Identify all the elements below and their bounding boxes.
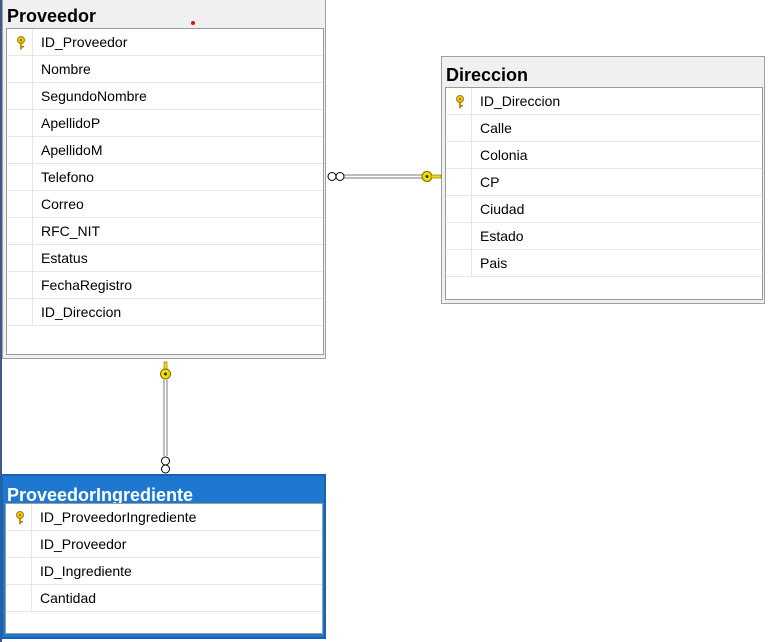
relationship-proveedor-direccion[interactable] — [327, 171, 442, 182]
row-selector[interactable] — [446, 169, 472, 195]
column-row[interactable]: ID_Direccion — [446, 88, 762, 115]
infinity-end-icon — [327, 172, 337, 181]
column-name: Ciudad — [480, 201, 525, 217]
column-name: Calle — [480, 120, 512, 136]
column-row[interactable]: Pais — [446, 250, 762, 277]
table-title: ProveedorIngrediente — [7, 485, 194, 503]
column-name: ID_Direccion — [41, 304, 122, 320]
row-selector[interactable] — [7, 164, 33, 190]
column-row[interactable]: ID_Ingrediente — [6, 558, 322, 585]
row-selector[interactable] — [6, 504, 32, 530]
column-row[interactable]: Telefono — [7, 164, 323, 191]
column-name: Telefono — [41, 169, 94, 185]
table-proveedoringrediente[interactable]: ProveedorIngrediente ID_ProveedorIngredi… — [1, 474, 326, 639]
row-selector[interactable] — [446, 196, 472, 222]
infinity-end-icon — [161, 456, 170, 466]
red-dot-marker — [191, 21, 195, 25]
column-name: CP — [480, 174, 500, 190]
row-selector[interactable] — [6, 531, 32, 557]
column-row[interactable]: CP — [446, 169, 762, 196]
row-selector[interactable] — [7, 191, 33, 217]
table-title: Direccion — [446, 65, 529, 84]
column-row[interactable]: Nombre — [7, 56, 323, 83]
relationship-proveedor-proveedoringrediente[interactable] — [160, 361, 171, 474]
column-name: Nombre — [41, 61, 91, 77]
key-end-icon — [160, 361, 171, 380]
column-row[interactable]: Cantidad — [6, 585, 322, 612]
column-name: Estado — [480, 228, 524, 244]
column-name: SegundoNombre — [41, 88, 147, 104]
row-selector[interactable] — [7, 56, 33, 82]
row-selector[interactable] — [446, 250, 472, 276]
key-end-icon — [421, 171, 442, 182]
column-name: ApellidoM — [41, 142, 103, 158]
row-selector[interactable] — [7, 29, 33, 55]
column-name: Cantidad — [40, 590, 97, 606]
column-row[interactable]: Correo — [7, 191, 323, 218]
row-selector[interactable] — [7, 218, 33, 244]
column-row[interactable]: Calle — [446, 115, 762, 142]
column-row[interactable]: ID_Direccion — [7, 299, 323, 326]
row-selector[interactable] — [7, 137, 33, 163]
row-selector[interactable] — [446, 142, 472, 168]
row-selector[interactable] — [7, 110, 33, 136]
row-selector[interactable] — [6, 558, 32, 584]
column-row[interactable]: Estatus — [7, 245, 323, 272]
column-name: ID_Ingrediente — [40, 563, 132, 579]
column-row[interactable]: ID_Proveedor — [7, 29, 323, 56]
column-name: Colonia — [480, 147, 528, 163]
column-row[interactable]: ApellidoP — [7, 110, 323, 137]
column-name: ID_Direccion — [480, 93, 561, 109]
row-selector[interactable] — [7, 272, 33, 298]
column-row[interactable]: Colonia — [446, 142, 762, 169]
row-selector[interactable] — [7, 245, 33, 271]
column-name: Pais — [480, 255, 508, 271]
row-selector[interactable] — [6, 585, 32, 611]
column-name: ID_Proveedor — [40, 536, 127, 552]
column-name: ID_Proveedor — [41, 34, 128, 50]
row-selector[interactable] — [446, 88, 472, 114]
column-name: Estatus — [41, 250, 88, 266]
canvas-left-edge — [0, 0, 2, 642]
column-row[interactable]: ApellidoM — [7, 137, 323, 164]
row-selector[interactable] — [446, 223, 472, 249]
row-selector[interactable] — [7, 83, 33, 109]
primary-key-icon — [17, 36, 25, 50]
column-name: Correo — [41, 196, 84, 212]
column-name: FechaRegistro — [41, 277, 133, 293]
column-row[interactable]: FechaRegistro — [7, 272, 323, 299]
column-row[interactable]: RFC_NIT — [7, 218, 323, 245]
column-row[interactable]: Estado — [446, 223, 762, 250]
column-row[interactable]: ID_ProveedorIngrediente — [6, 504, 322, 531]
row-selector[interactable] — [446, 115, 472, 141]
row-selector[interactable] — [7, 299, 33, 325]
column-row[interactable]: Ciudad — [446, 196, 762, 223]
primary-key-icon — [456, 95, 464, 109]
column-row[interactable]: ID_Proveedor — [6, 531, 322, 558]
table-title: Proveedor — [7, 6, 97, 25]
column-name: ID_ProveedorIngrediente — [40, 509, 197, 525]
column-name: ApellidoP — [41, 115, 101, 131]
column-name: RFC_NIT — [41, 223, 101, 239]
column-row[interactable]: SegundoNombre — [7, 83, 323, 110]
primary-key-icon — [16, 511, 24, 525]
